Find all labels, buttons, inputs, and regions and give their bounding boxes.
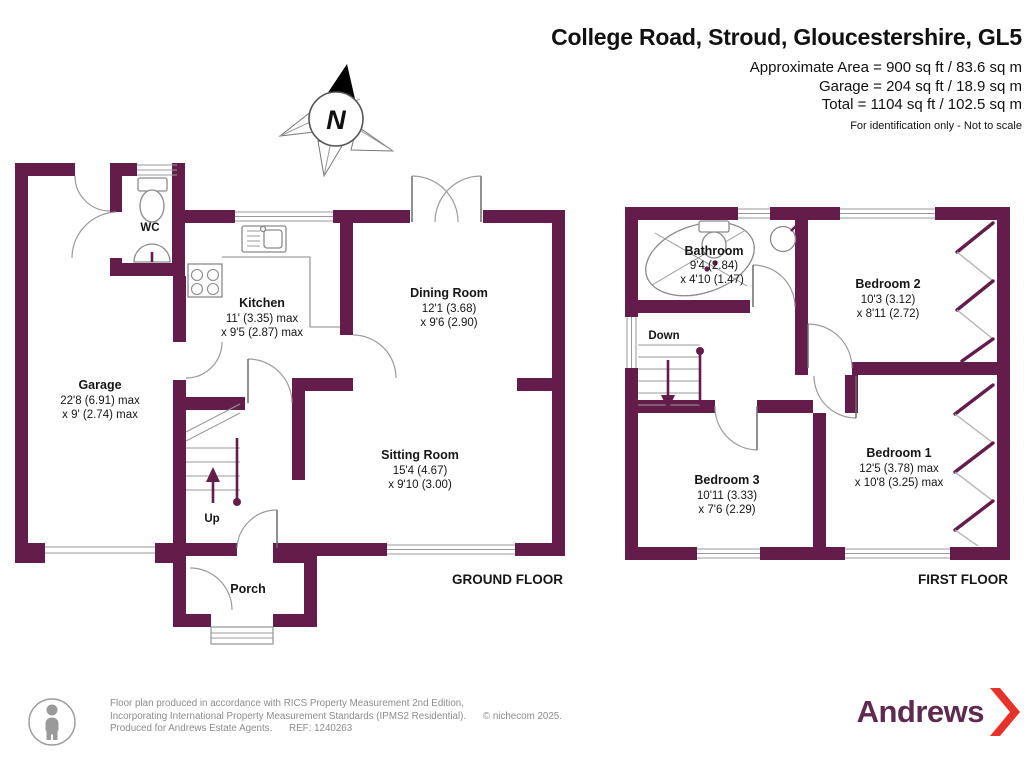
garage-dim2: x 9' (2.74) max bbox=[62, 409, 138, 421]
bathroom-fixtures bbox=[645, 220, 797, 297]
first-floor-title: FIRST FLOOR bbox=[918, 572, 1008, 587]
ground-floor-labels: WC Kitchen 11' (3.35) max x 9'5 (2.87) m… bbox=[60, 222, 563, 596]
kitchen-fixtures bbox=[187, 225, 340, 328]
bedroom3-dim2: x 7'6 (2.29) bbox=[698, 504, 755, 516]
garage-label: Garage bbox=[78, 378, 121, 392]
porch-steps bbox=[210, 626, 274, 645]
kitchen-dim2: x 9'5 (2.87) max bbox=[221, 327, 303, 339]
first-floor-labels: Bathroom 9'4 (2.84) x 4'10 (1.47) Down B… bbox=[648, 244, 1008, 587]
ground-floor-walls bbox=[15, 163, 565, 627]
ground-floor-windows bbox=[45, 164, 515, 555]
sink-icon bbox=[769, 225, 797, 253]
footer-line2: Incorporating International Property Mea… bbox=[110, 710, 467, 722]
bathroom-dim1: 9'4 (2.84) bbox=[690, 260, 738, 272]
footer-disclaimer: Floor plan produced in accordance with R… bbox=[110, 698, 562, 736]
person-icon bbox=[28, 698, 76, 746]
footer-line1: Floor plan produced in accordance with R… bbox=[110, 698, 464, 709]
approximate-area: Approximate Area = 900 sq ft / 83.6 sq m bbox=[749, 59, 1022, 76]
wc-fixtures bbox=[133, 177, 171, 263]
andrews-logo: Andrews bbox=[857, 688, 1020, 736]
disclaimer-text: For identification only - Not to scale bbox=[850, 119, 1022, 132]
wc-label: WC bbox=[140, 222, 159, 234]
first-floor-doors bbox=[714, 264, 857, 451]
kitchen-dim1: 11' (3.35) max bbox=[226, 313, 299, 325]
compass-north-icon: N bbox=[278, 64, 395, 178]
dining-dim2: x 9'6 (2.90) bbox=[420, 317, 477, 329]
hob-icon bbox=[187, 263, 223, 298]
toilet-icon bbox=[698, 220, 730, 233]
kitchen-label: Kitchen bbox=[239, 296, 285, 310]
garage-area: Garage = 204 sq ft / 18.9 sq m bbox=[818, 77, 1022, 95]
bedroom1-dim2: x 10'8 (3.25) max bbox=[855, 477, 944, 489]
compass-n-label: N bbox=[326, 105, 346, 135]
porch-label: Porch bbox=[230, 582, 265, 596]
footer-ref: REF: 1240263 bbox=[289, 723, 353, 734]
counter-line bbox=[222, 256, 340, 328]
bedroom2-label: Bedroom 2 bbox=[855, 277, 920, 291]
footer-copyright: © nichecom 2025. bbox=[482, 710, 562, 722]
down-arrow-icon bbox=[661, 395, 675, 410]
first-floor-stairs bbox=[638, 344, 704, 410]
garage-door-line bbox=[45, 546, 155, 554]
bedroom1-dim1: 12'5 (3.78) max bbox=[859, 463, 939, 475]
andrews-chevron-icon bbox=[990, 688, 1020, 736]
bathroom-dim2: x 4'10 (1.47) bbox=[680, 274, 744, 286]
ground-floor-title: GROUND FLOOR bbox=[452, 572, 563, 587]
bedroom3-dim1: 10'11 (3.33) bbox=[697, 490, 757, 502]
footer-line3: Produced for Andrews Estate Agents. bbox=[110, 723, 273, 734]
page-title: College Road, Stroud, Gloucestershire, G… bbox=[551, 24, 1022, 50]
dining-room-label: Dining Room bbox=[410, 286, 488, 300]
bedroom1-label: Bedroom 1 bbox=[866, 446, 931, 460]
up-label: Up bbox=[204, 513, 219, 525]
ground-floor-doors bbox=[71, 175, 482, 611]
french-doors bbox=[411, 175, 482, 223]
sitting-room-label: Sitting Room bbox=[381, 448, 459, 462]
bedroom2-dim2: x 8'11 (2.72) bbox=[857, 308, 920, 320]
bedroom2-dim1: 10'3 (3.12) bbox=[861, 294, 916, 306]
down-label: Down bbox=[648, 330, 679, 342]
first-floor-walls bbox=[625, 207, 1010, 560]
bedroom3-label: Bedroom 3 bbox=[694, 473, 759, 487]
ground-floor-stairs bbox=[185, 403, 241, 506]
total-area: Total = 1104 sq ft / 102.5 sq m bbox=[821, 96, 1022, 113]
garage-dim1: 22'8 (6.91) max bbox=[60, 395, 140, 407]
andrews-logo-text: Andrews bbox=[856, 694, 985, 729]
dining-dim1: 12'1 (3.68) bbox=[422, 303, 477, 315]
toilet-icon bbox=[137, 177, 168, 192]
sitting-dim1: 15'4 (4.67) bbox=[393, 465, 448, 477]
first-floor-plan: Bathroom 9'4 (2.84) x 4'10 (1.47) Down B… bbox=[625, 207, 1010, 587]
first-floor-windows bbox=[626, 208, 950, 559]
area-summary: Approximate Area = 900 sq ft / 83.6 sq m… bbox=[551, 59, 1022, 115]
wardrobe-zigzags bbox=[953, 221, 995, 547]
bathroom-label: Bathroom bbox=[684, 244, 743, 258]
ground-floor-plan: WC Kitchen 11' (3.35) max x 9'5 (2.87) m… bbox=[15, 163, 565, 645]
sitting-dim2: x 9'10 (3.00) bbox=[388, 479, 452, 491]
up-arrow-icon bbox=[206, 467, 220, 482]
header: College Road, Stroud, Gloucestershire, G… bbox=[551, 24, 1022, 132]
